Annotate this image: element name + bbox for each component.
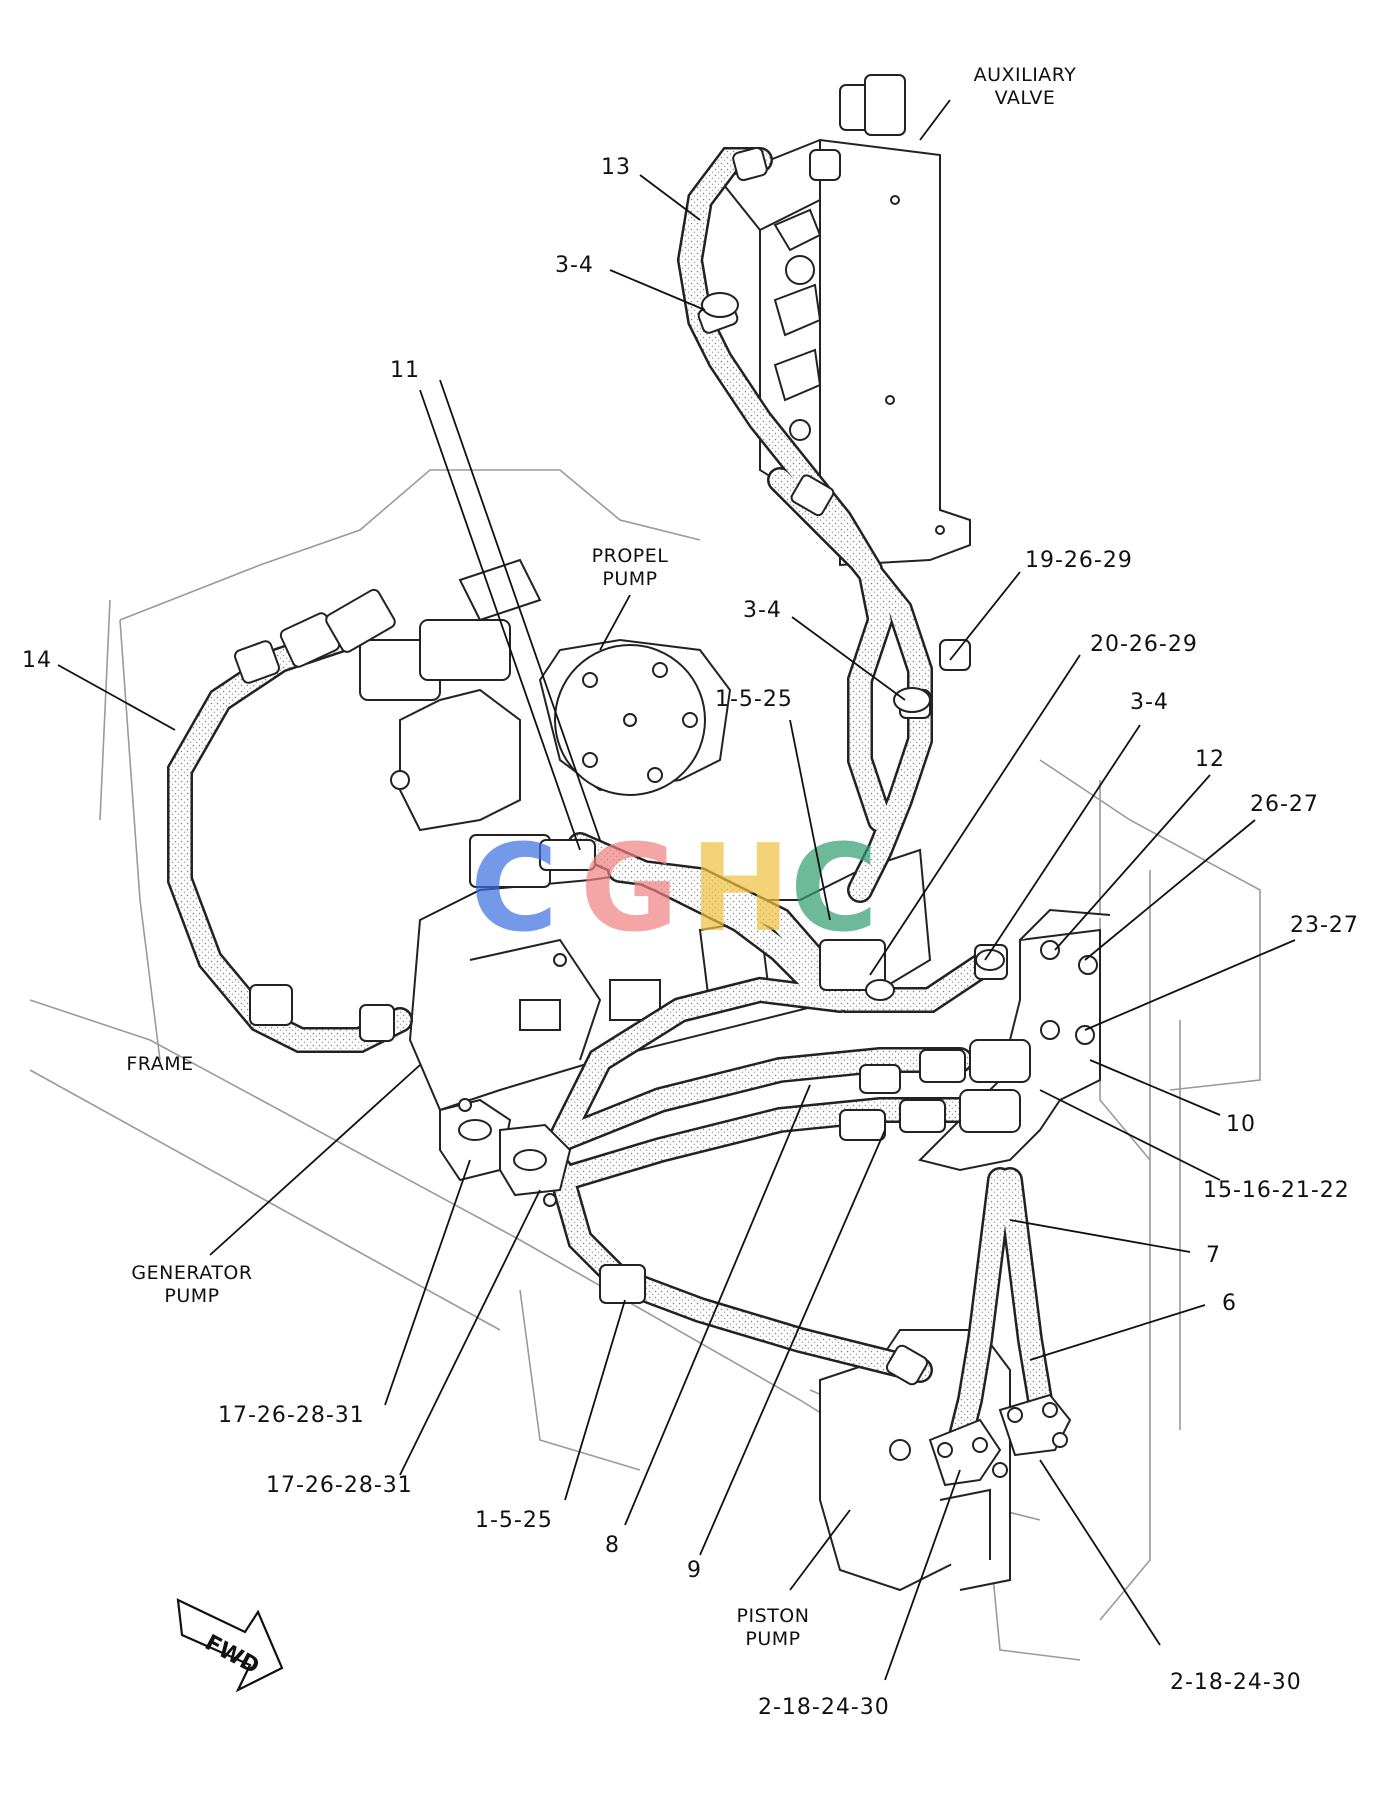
- leader-11b: [439, 379, 601, 841]
- fwd-arrow: FWD: [176, 1598, 284, 1693]
- callout-20-26-29: 20-26-29: [1090, 632, 1198, 657]
- callout-7: 7: [1206, 1243, 1221, 1268]
- caption-frame: FRAME: [126, 1053, 194, 1075]
- leader-12: [1054, 774, 1211, 951]
- callout-12: 12: [1195, 747, 1225, 772]
- leader-26-27: [1084, 819, 1256, 961]
- svg-text:G: G: [580, 820, 679, 959]
- callout-26-27: 26-27: [1250, 792, 1319, 817]
- callout-17-26-28-31-b: 17-26-28-31: [266, 1473, 413, 1498]
- leader-17-a: [384, 1159, 471, 1406]
- leader-lines: [57, 99, 1296, 1681]
- callout-13: 13: [601, 155, 631, 180]
- propel-pump: [538, 638, 732, 796]
- callout-19-26-29: 19-26-29: [1025, 548, 1133, 573]
- callout-2-18-24-30-bottom: 2-18-24-30: [758, 1695, 890, 1720]
- leader-3-4-right: [984, 724, 1141, 961]
- callout-2-18-24-30-right: 2-18-24-30: [1170, 1670, 1302, 1695]
- leader-19-26-29: [949, 571, 1021, 661]
- leader-17-b: [399, 1189, 541, 1476]
- callout-15-16-21-22: 15-16-21-22: [1203, 1178, 1350, 1203]
- watermark-logo: C G H C: [470, 820, 878, 959]
- caption-propel-pump-line2: PUMP: [602, 568, 658, 590]
- leader-23-27: [1084, 939, 1296, 1031]
- fittings: [234, 146, 1031, 1386]
- leader-6: [1029, 1304, 1206, 1361]
- leader-3-4-top: [609, 269, 706, 311]
- leader-7: [1009, 1219, 1191, 1253]
- svg-text:C: C: [470, 820, 558, 959]
- caption-piston-pump: PISTON PUMP: [737, 1605, 810, 1651]
- caption-propel-pump-line1: PROPEL: [591, 545, 669, 567]
- caption-generator-pump: GENERATOR PUMP: [131, 1262, 252, 1308]
- hose-clips: [701, 292, 1005, 1001]
- leader-1-5-25-top: [789, 719, 831, 921]
- leader-2-18-24-30-bottom: [884, 1469, 961, 1681]
- caption-generator-pump-line1: GENERATOR: [131, 1262, 253, 1284]
- callout-14: 14: [22, 648, 52, 673]
- callout-3-4-right: 3-4: [1130, 690, 1169, 715]
- callout-17-26-28-31-a: 17-26-28-31: [218, 1403, 365, 1428]
- leader-11: [419, 389, 581, 851]
- leader-9: [699, 1129, 886, 1556]
- leader-1-5-25-bottom: [564, 1299, 626, 1501]
- callout-6: 6: [1222, 1291, 1237, 1316]
- leader-2-18-24-30-right: [1039, 1459, 1161, 1646]
- flange-clamps: [439, 1098, 1072, 1487]
- callout-1-5-25-bottom: 1-5-25: [475, 1508, 553, 1533]
- leader-generator: [209, 1064, 421, 1256]
- svg-text:H: H: [690, 820, 790, 959]
- caption-piston-pump-line1: PISTON: [736, 1605, 810, 1627]
- callout-11: 11: [390, 358, 420, 383]
- leader-8: [624, 1084, 811, 1526]
- callout-3-4-top: 3-4: [555, 253, 594, 278]
- callout-8: 8: [605, 1533, 620, 1558]
- leader-3-4-mid: [791, 616, 906, 701]
- callout-10: 10: [1226, 1112, 1256, 1137]
- callout-9: 9: [687, 1558, 702, 1583]
- leader-propel: [599, 594, 631, 651]
- caption-propel-pump: PROPEL PUMP: [592, 545, 669, 591]
- caption-auxiliary-valve: AUXILIARY VALVE: [974, 64, 1077, 110]
- leader-20-26-29: [869, 654, 1081, 976]
- callout-1-5-25-top: 1-5-25: [715, 687, 793, 712]
- callout-23-27: 23-27: [1290, 913, 1359, 938]
- leader-piston: [789, 1509, 851, 1591]
- caption-auxiliary-valve-line2: VALVE: [994, 87, 1056, 109]
- leader-13: [639, 174, 701, 221]
- caption-piston-pump-line2: PUMP: [745, 1628, 801, 1650]
- leader-10: [1089, 1059, 1221, 1116]
- svg-text:C: C: [790, 820, 878, 959]
- caption-generator-pump-line2: PUMP: [164, 1285, 220, 1307]
- leader-15-16-21-22: [1039, 1089, 1221, 1181]
- leader-aux-valve: [919, 99, 951, 141]
- callout-3-4-mid: 3-4: [743, 598, 782, 623]
- leader-14: [57, 664, 176, 731]
- caption-auxiliary-valve-line1: AUXILIARY: [973, 64, 1077, 86]
